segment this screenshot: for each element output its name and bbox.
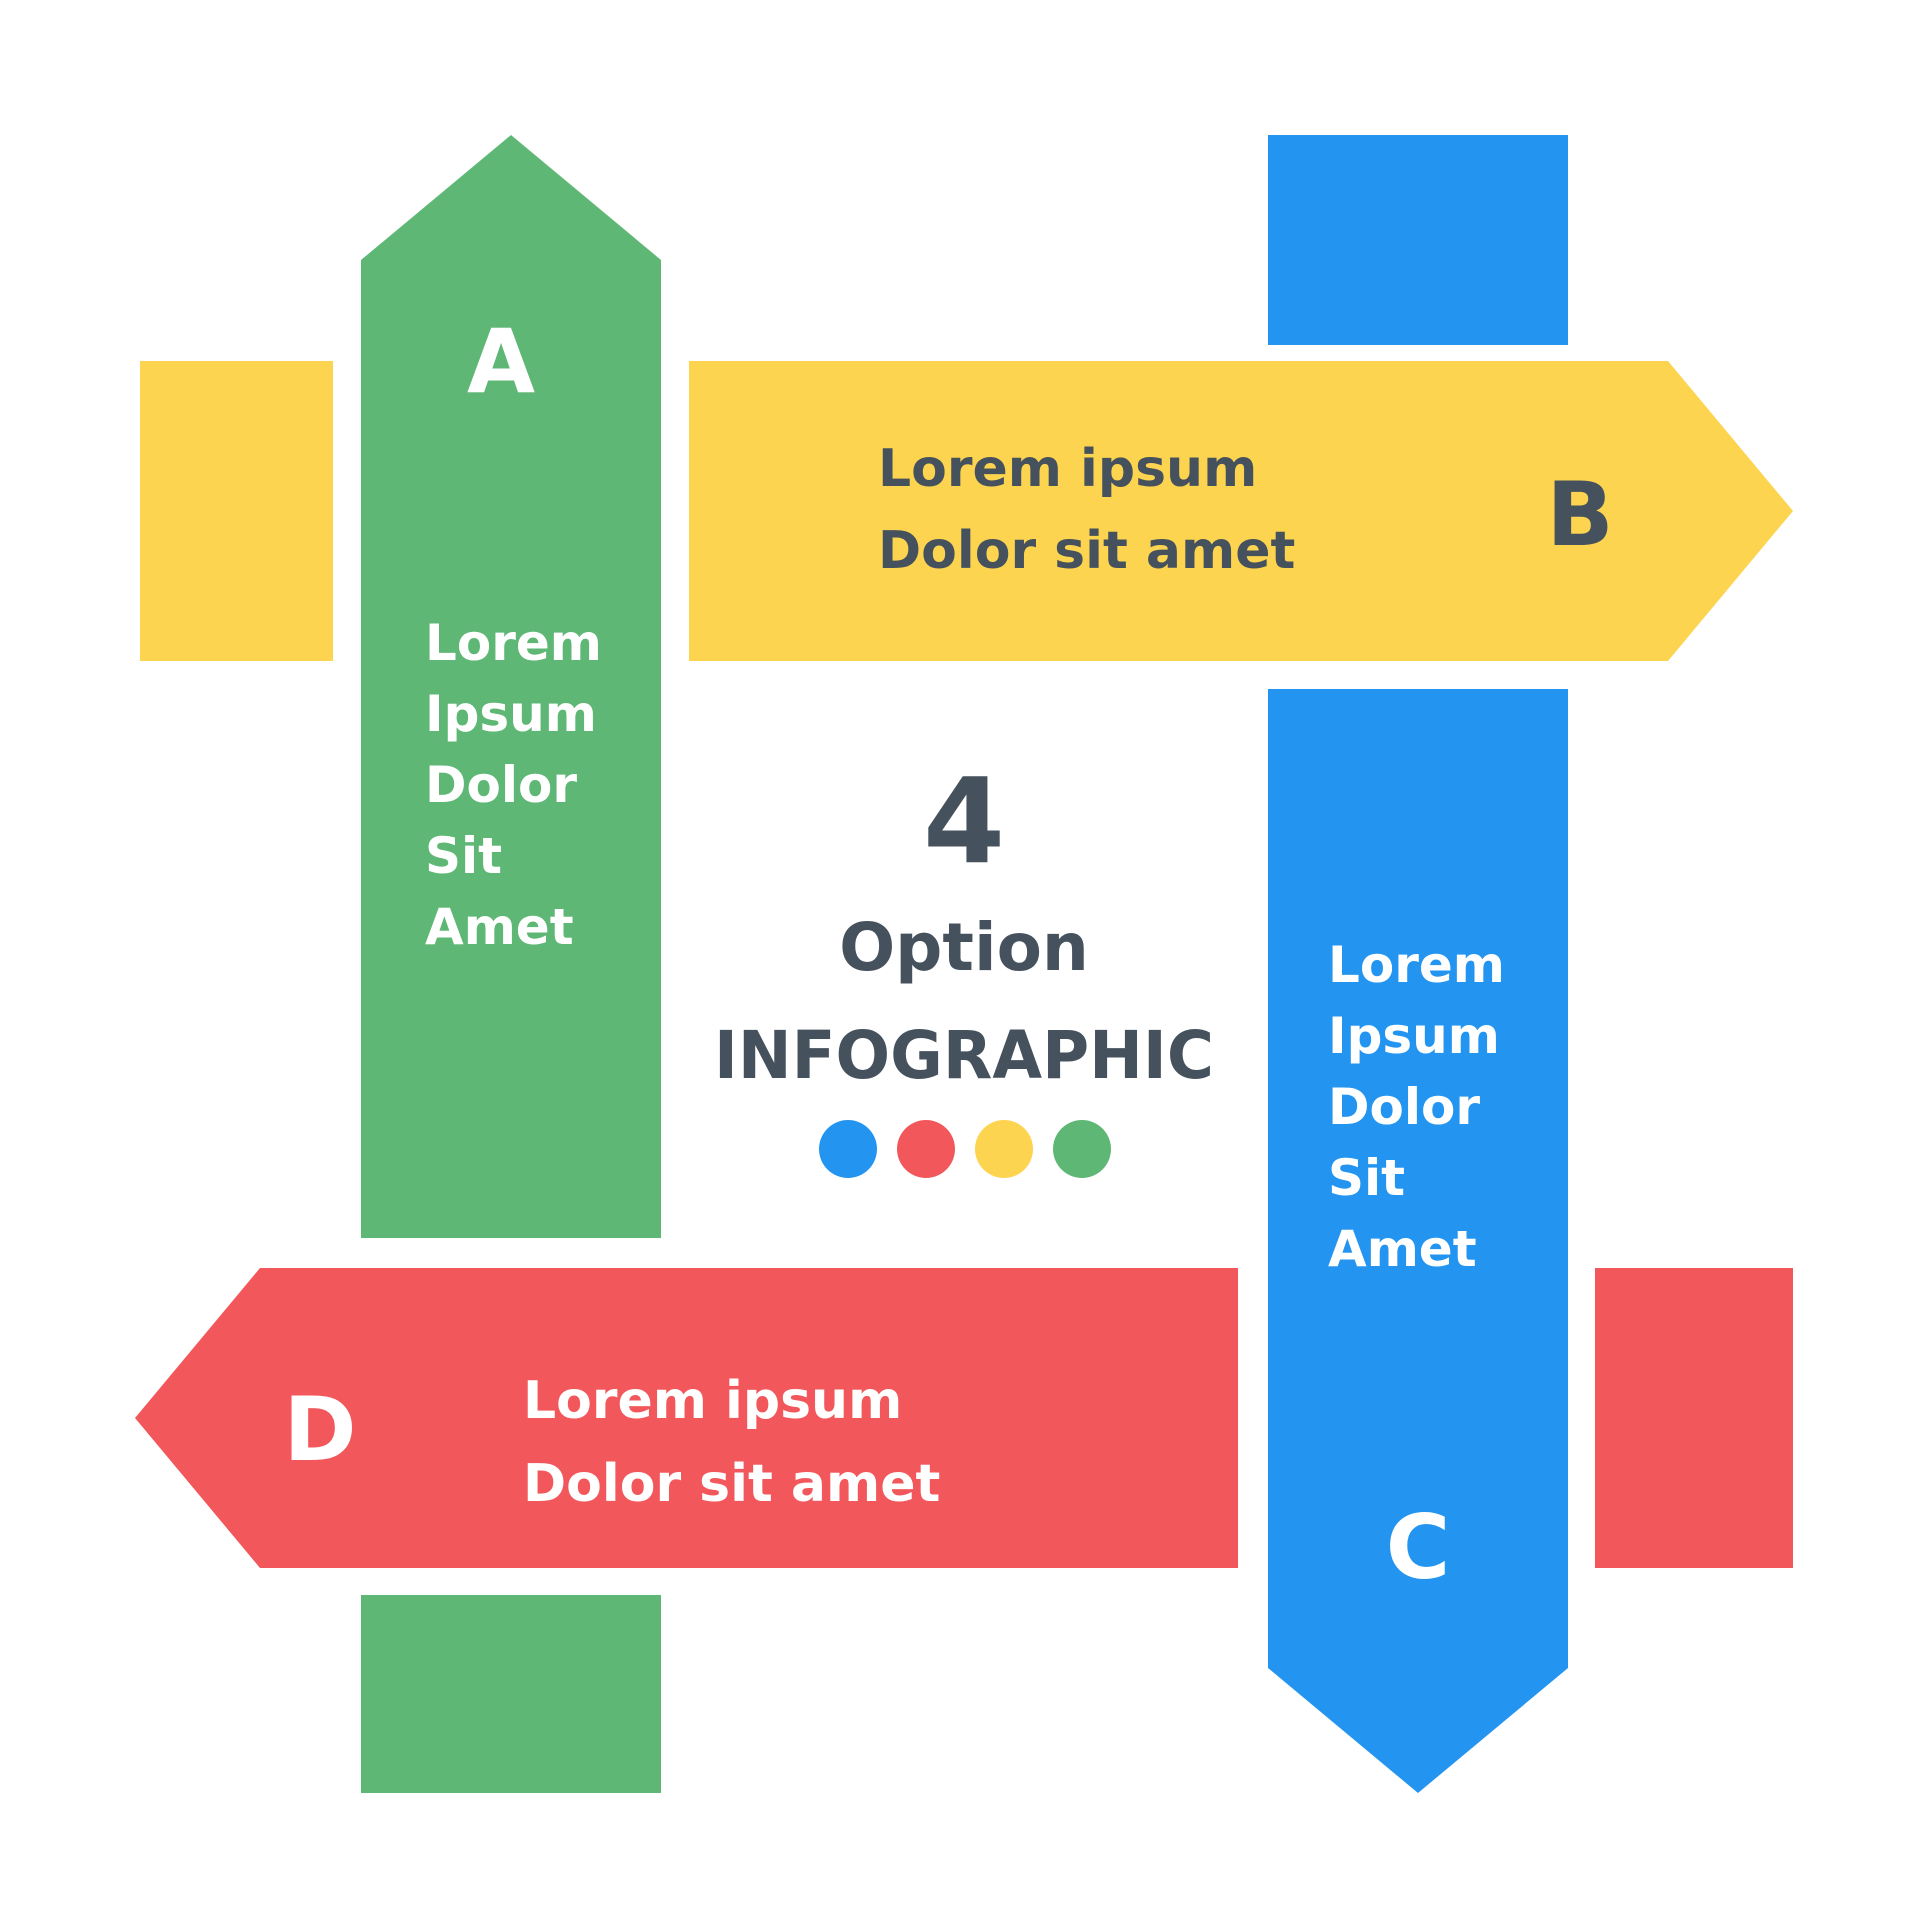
option-c-line-1: Lorem [1328, 936, 1505, 994]
option-c-line-3: Dolor [1328, 1078, 1480, 1136]
option-c-letter: C [1386, 1496, 1451, 1599]
option-c-arrow-down [1268, 689, 1568, 1793]
option-a-line-4: Sit [425, 827, 502, 885]
option-b-letter: B [1546, 463, 1613, 566]
option-d-letter: D [283, 1378, 356, 1481]
center-dot-blue [819, 1120, 877, 1178]
red-block-right [1595, 1268, 1793, 1568]
option-a-arrow-up [361, 135, 661, 1238]
option-c-line-4: Sit [1328, 1149, 1405, 1207]
option-c-line-2: Ipsum [1328, 1007, 1500, 1065]
option-d-arrow-left [135, 1268, 1238, 1568]
option-b-arrow-right [689, 361, 1793, 661]
center-title: INFOGRAPHIC [714, 1017, 1214, 1094]
option-a-line-3: Dolor [425, 756, 577, 814]
option-a-letter: A [467, 310, 535, 413]
option-a-line-2: Ipsum [425, 685, 597, 743]
center-dot-green [1053, 1120, 1111, 1178]
option-c-line-5: Amet [1328, 1220, 1477, 1278]
option-b-line-2: Dolor sit amet [878, 521, 1295, 581]
green-block-bottom [361, 1595, 661, 1793]
option-d-line-1: Lorem ipsum [523, 1371, 902, 1431]
center-number: 4 [923, 752, 1005, 890]
blue-block-top [1268, 135, 1568, 345]
center-dot-yellow [975, 1120, 1033, 1178]
option-a-line-1: Lorem [425, 614, 602, 672]
option-b-line-1: Lorem ipsum [878, 439, 1257, 499]
center-dot-red [897, 1120, 955, 1178]
option-a-line-5: Amet [425, 898, 574, 956]
option-d-line-2: Dolor sit amet [523, 1454, 940, 1514]
yellow-block-left [140, 361, 333, 661]
center-option-label: Option [839, 909, 1089, 986]
